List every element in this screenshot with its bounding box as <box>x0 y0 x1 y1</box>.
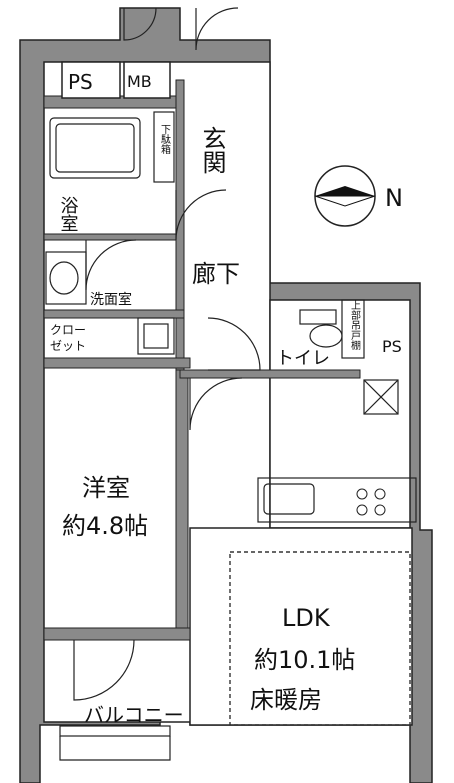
washing-machine <box>137 317 175 355</box>
label-storage-upper: 上部吊戸棚 <box>349 300 361 351</box>
label-balcony: バルコニー <box>84 703 184 727</box>
label-ps-right: PS <box>382 337 402 356</box>
label-bathroom: 浴室 <box>58 196 79 232</box>
bathtub <box>49 117 141 179</box>
shafts <box>61 61 171 99</box>
floor-heating-area <box>229 551 411 726</box>
label-western-room-size: 約4.8帖 <box>62 512 148 540</box>
vent-box <box>363 379 399 415</box>
label-closet-line2: ゼット <box>50 339 86 353</box>
compass-label: N <box>385 184 403 212</box>
shoe-cabinet <box>153 111 175 183</box>
label-ps-top: PS <box>68 70 93 94</box>
label-mb: MB <box>127 72 152 91</box>
label-genkan: 玄関 <box>198 126 226 174</box>
label-shoe-storage: 下駄箱 <box>159 124 171 155</box>
kitchen-counter <box>257 477 417 523</box>
label-closet-line1: クロー <box>50 323 86 337</box>
toilet-fixture <box>299 299 365 359</box>
label-ldk-size: 約10.1帖 <box>254 646 355 674</box>
label-ldk-name: LDK <box>282 604 331 632</box>
label-western-room-name: 洋室 <box>82 474 130 502</box>
label-hallway: 廊下 <box>192 260 240 288</box>
label-toilet: トイレ <box>276 348 330 369</box>
label-ldk-floor-heating: 床暖房 <box>250 686 322 714</box>
label-washroom: 洗面室 <box>90 291 132 308</box>
interior-walls <box>43 79 361 641</box>
balcony-railing <box>59 725 171 761</box>
north-compass: N <box>314 165 403 227</box>
doors <box>73 7 261 701</box>
